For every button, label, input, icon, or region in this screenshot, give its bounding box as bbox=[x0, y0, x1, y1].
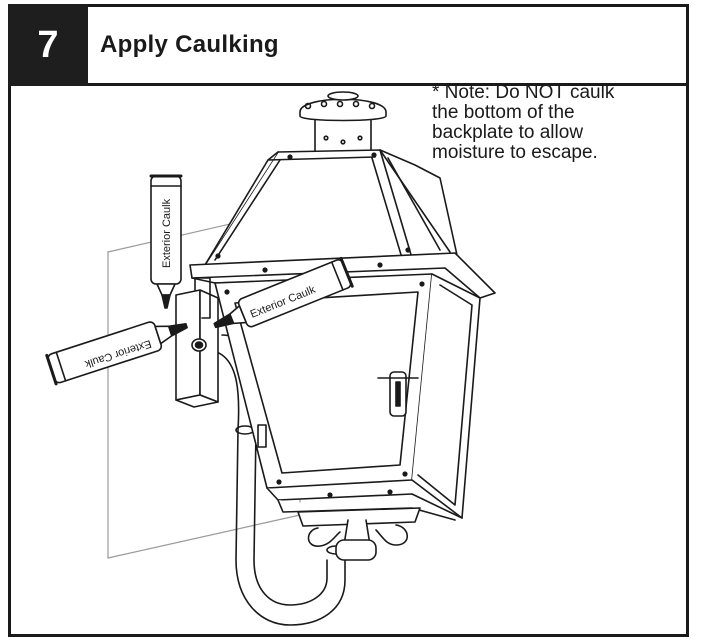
instruction-frame bbox=[8, 4, 689, 637]
caulk-note: * Note: Do NOT caulk the bottom of the b… bbox=[432, 83, 682, 163]
caulk-tube-vertical bbox=[149, 174, 183, 309]
lantern-top bbox=[204, 149, 458, 266]
step-number: 7 bbox=[37, 23, 59, 66]
mount-hook bbox=[194, 277, 211, 319]
note-line-2: the bottom of the bbox=[432, 102, 575, 123]
caulk-tube-left bbox=[45, 321, 188, 386]
note-line-1: * Note: Do NOT caulk bbox=[432, 82, 615, 103]
caulk-label-vertical: Exterior Caulk bbox=[161, 198, 173, 268]
chimney-cap bbox=[299, 91, 387, 154]
backplate bbox=[175, 289, 219, 408]
step-title: Apply Caulking bbox=[100, 31, 279, 58]
step-number-badge: 7 bbox=[8, 4, 88, 86]
note-line-4: moisture to escape. bbox=[432, 142, 598, 163]
title-divider bbox=[88, 83, 686, 86]
note-line-3: backplate to allow bbox=[432, 122, 584, 143]
lantern-finial bbox=[297, 507, 421, 561]
caulk-tube-right bbox=[213, 256, 354, 329]
